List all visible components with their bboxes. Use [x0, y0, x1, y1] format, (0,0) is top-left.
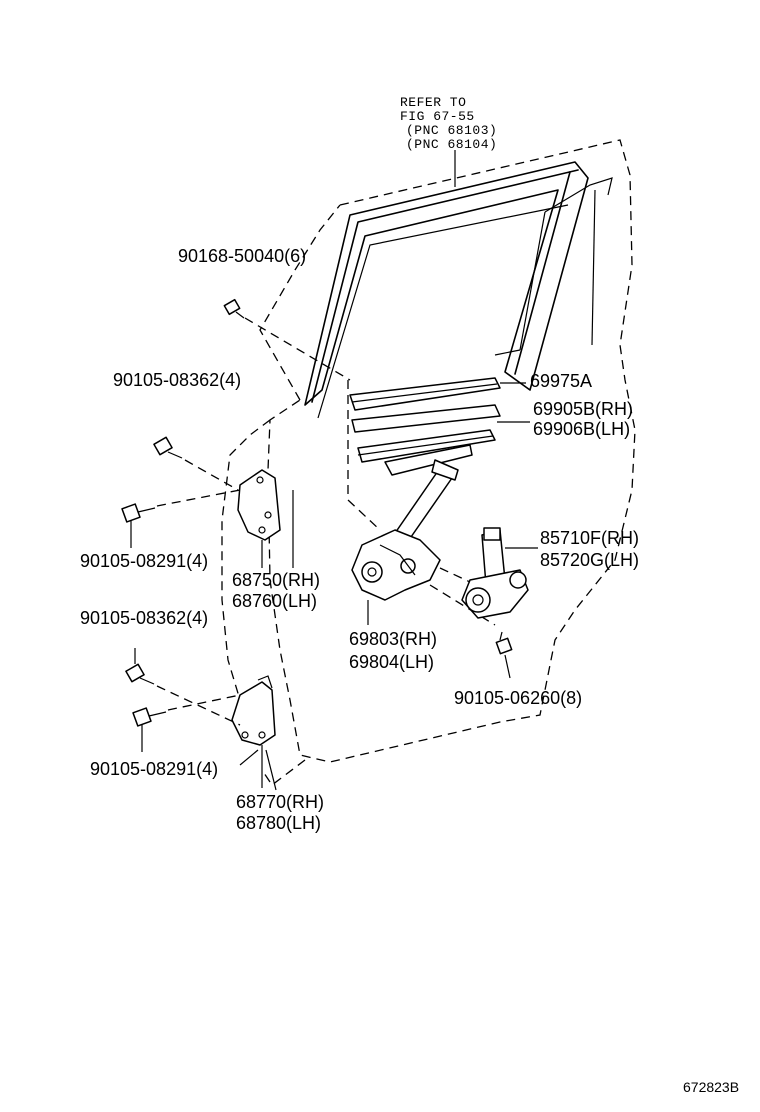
figure-id: 672823B [683, 1079, 739, 1095]
label-weatherstrip-rh: 69905B(RH) [533, 399, 633, 419]
refer-line-3: (PNC 68103) [406, 123, 497, 138]
weatherstrip [351, 404, 530, 476]
window-regulator [351, 459, 496, 626]
label-hinge-upper-rh: 68750(RH) [232, 570, 320, 590]
bolt-regulator [495, 631, 513, 679]
window-motor [439, 527, 538, 619]
lower-hinge [231, 675, 277, 791]
bolt-lower-2 [132, 694, 241, 752]
label-motor-lh: 85720G(LH) [540, 550, 639, 570]
label-hinge-lower-lh: 68780(LH) [236, 813, 321, 833]
label-hinge-lower-rh: 68770(RH) [236, 792, 324, 812]
bolt-upper-2 [121, 489, 241, 548]
label-weatherstrip-lh: 69906B(LH) [533, 419, 630, 439]
bolt-lower-1 [125, 648, 241, 726]
refer-line-1: REFER TO [400, 95, 466, 110]
label-channel: 69975A [530, 371, 592, 391]
screw-top [223, 298, 351, 381]
upper-hinge [237, 469, 294, 568]
refer-line-4: (PNC 68104) [406, 137, 497, 152]
door-outline [221, 139, 636, 786]
refer-line-2: FIG 67-55 [400, 109, 475, 124]
label-screw-top: 90168-50040(6) [178, 246, 306, 266]
label-regulator-lh: 69804(LH) [349, 652, 434, 672]
label-bolt-upper-1: 90105-08362(4) [113, 370, 241, 390]
label-bolt-regulator: 90105-06260(8) [454, 688, 582, 708]
window-frame [304, 150, 613, 419]
label-bolt-lower-2: 90105-08291(4) [90, 759, 218, 779]
label-regulator-rh: 69803(RH) [349, 629, 437, 649]
label-hinge-upper-lh: 68760(LH) [232, 591, 317, 611]
channel-strip [349, 377, 526, 411]
label-bolt-upper-2: 90105-08291(4) [80, 551, 208, 571]
label-bolt-lower-1: 90105-08362(4) [80, 608, 208, 628]
label-motor-rh: 85710F(RH) [540, 528, 639, 548]
bolt-upper-1 [153, 436, 239, 491]
